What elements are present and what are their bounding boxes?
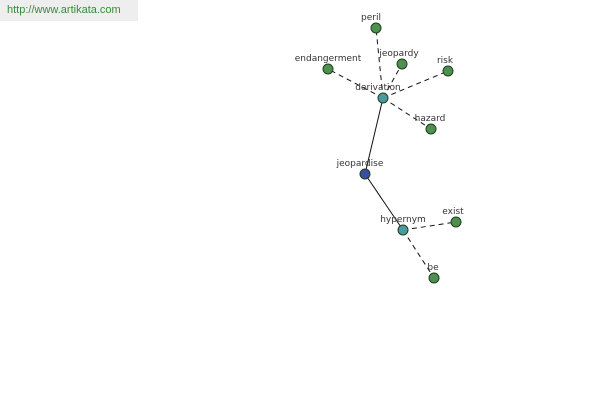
edge-derivation-peril (375, 27, 384, 99)
leaf-node-peril (370, 22, 382, 34)
leaf-label-risk: risk (437, 56, 454, 66)
watermark-link[interactable]: http://www.artikata.com (7, 4, 121, 16)
edge-hypernym-be (402, 229, 435, 279)
leaf-node-hazard (425, 123, 437, 135)
relation-node-derivation (377, 92, 389, 104)
edge-derivation-risk (382, 70, 449, 99)
edge-jeopardise-derivation (364, 97, 384, 175)
leaf-node-jeopardy (396, 58, 408, 70)
leaf-label-exist: exist (442, 207, 464, 217)
relation-node-hypernym (397, 224, 409, 236)
leaf-node-be (428, 272, 440, 284)
edge-derivation-endangerment (327, 68, 384, 99)
center-label-jeopardise: jeopardise (336, 159, 384, 169)
edge-derivation-hazard (382, 97, 432, 130)
leaf-label-jeopardy: jeopardy (378, 49, 419, 59)
edge-jeopardise-hypernym (364, 173, 404, 231)
leaf-label-hazard: hazard (415, 114, 446, 124)
leaf-node-risk (442, 65, 454, 77)
leaf-label-peril: peril (361, 13, 381, 23)
center-node-jeopardise (359, 168, 371, 180)
leaf-node-endangerment (322, 63, 334, 75)
edge-derivation-jeopardy (382, 63, 403, 99)
leaf-label-endangerment: endangerment (295, 54, 362, 64)
relation-label-derivation: derivation (355, 83, 401, 93)
leaf-label-be: be (427, 263, 439, 273)
watermark: http://www.artikata.com (0, 0, 138, 21)
relation-label-hypernym: hypernym (380, 215, 426, 225)
leaf-node-exist (450, 216, 462, 228)
